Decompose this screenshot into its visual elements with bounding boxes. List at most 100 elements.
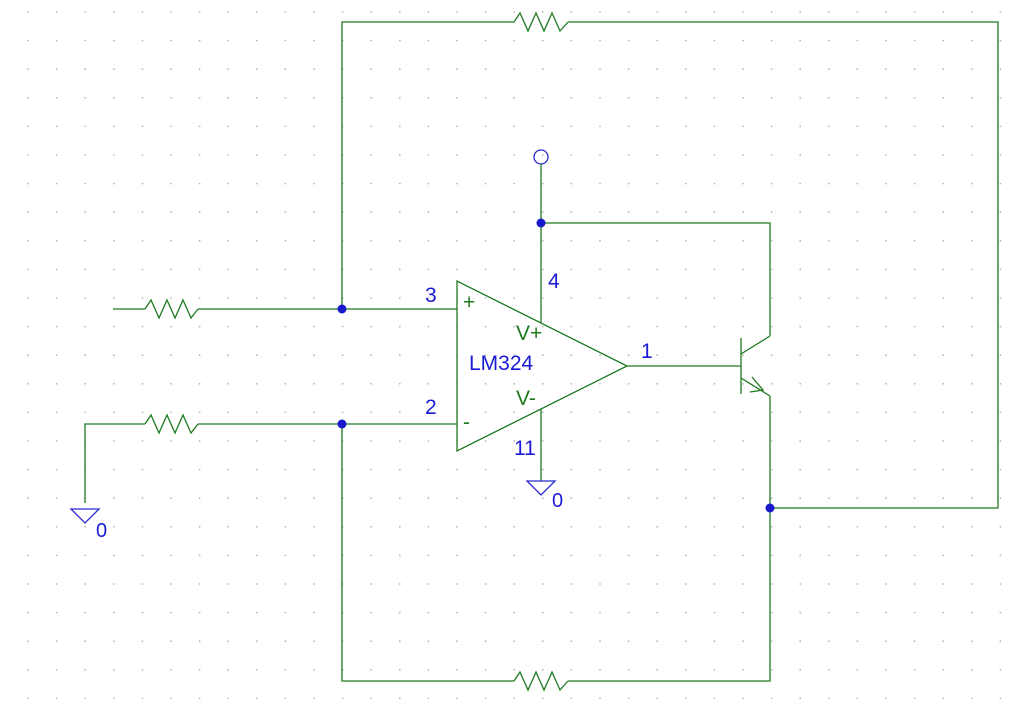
grid-dot (398, 154, 401, 156)
grid-dot (742, 182, 744, 185)
grid-dot (541, 497, 544, 500)
grid-dot (942, 96, 945, 99)
grid-dot (112, 640, 115, 643)
grid-dot (398, 11, 401, 13)
grid-dot (541, 382, 544, 385)
grid-dot (313, 583, 315, 585)
grid-dot (427, 268, 430, 271)
grid-dot (684, 611, 687, 614)
grid-dot (141, 497, 144, 500)
grid-dot (398, 697, 401, 700)
grid-dot (27, 668, 29, 671)
pin-number-3: 3 (425, 284, 437, 307)
resistor-ground[interactable] (84, 413, 457, 503)
grid-dot (885, 611, 887, 614)
pin-number-11: 11 (514, 437, 536, 460)
grid-dot (885, 325, 887, 328)
grid-dot (799, 525, 802, 528)
grid-dot (827, 525, 830, 528)
grid-dot (227, 440, 230, 442)
grid-dot (713, 611, 716, 614)
supply-connector[interactable] (533, 149, 771, 336)
grid-dot (27, 382, 29, 385)
grid-dot (742, 411, 744, 414)
grid-dot (427, 39, 430, 42)
npn-transistor[interactable] (740, 335, 771, 508)
grid-dot (942, 239, 945, 242)
grid-dot (970, 668, 973, 671)
grid-dot (913, 468, 916, 471)
opamp-lm324[interactable]: + - V+ V- LM324 3 2 4 11 1 (425, 270, 653, 460)
grid-dot (827, 154, 830, 156)
grid-dot (570, 239, 573, 242)
grid-dot (398, 68, 401, 71)
grid-dot (770, 468, 773, 471)
grid-dot (27, 96, 29, 99)
grid-dot (999, 525, 1002, 528)
grid-dot (942, 697, 945, 700)
grid-dot (599, 39, 601, 42)
grid-dot (999, 325, 1002, 328)
grid-dot (570, 96, 573, 99)
grid-dot (27, 354, 29, 357)
grid-dot (799, 154, 802, 156)
grid-dot (198, 182, 201, 185)
grid-dot (799, 468, 802, 471)
grid-dot (970, 525, 973, 528)
grid-dot (999, 39, 1002, 42)
grid-dot (313, 668, 315, 671)
grid-dot (713, 239, 716, 242)
grid-dot (885, 554, 887, 557)
grid-dot (885, 382, 887, 385)
grid-dot (885, 39, 887, 42)
grid-dot (970, 68, 973, 71)
grid-dot (341, 354, 344, 357)
grid-dot (656, 68, 659, 71)
grid-dot (999, 11, 1002, 13)
grid-dot (942, 440, 945, 442)
grid-dot (570, 497, 573, 500)
grid-dot (255, 611, 258, 614)
grid-dot (255, 325, 258, 328)
grid-dot (799, 440, 802, 442)
grid-dot (112, 668, 115, 671)
grid-dot (856, 325, 859, 328)
grid-dot (427, 125, 430, 128)
grid-dot (84, 611, 87, 614)
grid-dot (398, 583, 401, 585)
resistor-feedback-bottom[interactable] (341, 424, 771, 692)
transistor-emitter (740, 377, 771, 397)
grid-dot (513, 668, 516, 671)
grid-dot (398, 239, 401, 242)
grid-dot (398, 297, 401, 299)
grid-dot (484, 440, 487, 442)
resistor-feedback-top[interactable] (341, 11, 999, 509)
grid-dot (599, 354, 601, 357)
grid-dot (255, 411, 258, 414)
grid-dot (141, 182, 144, 185)
grid-dot (742, 497, 744, 500)
resistor-input[interactable] (113, 298, 457, 320)
grid-dot (885, 411, 887, 414)
grid-dot (684, 697, 687, 700)
grid-dot (141, 239, 144, 242)
grid-dot (55, 554, 58, 557)
grid-dot (799, 697, 802, 700)
grid-dot (599, 239, 601, 242)
grid-dot (427, 554, 430, 557)
grid-dot (513, 211, 516, 214)
grid-dot (684, 68, 687, 71)
grid-dot (942, 11, 945, 13)
grid-dot (770, 554, 773, 557)
grid-dot (970, 468, 973, 471)
grid-dot (627, 611, 630, 614)
grid-dot (799, 554, 802, 557)
ground-label-left: 0 (96, 520, 107, 542)
grid-dot (227, 640, 230, 643)
grid-dot (942, 668, 945, 671)
grid-dot (27, 154, 29, 156)
grid-dot (656, 497, 659, 500)
grid-dot (570, 154, 573, 156)
grid-dot (484, 497, 487, 500)
grid-dot (942, 497, 945, 500)
